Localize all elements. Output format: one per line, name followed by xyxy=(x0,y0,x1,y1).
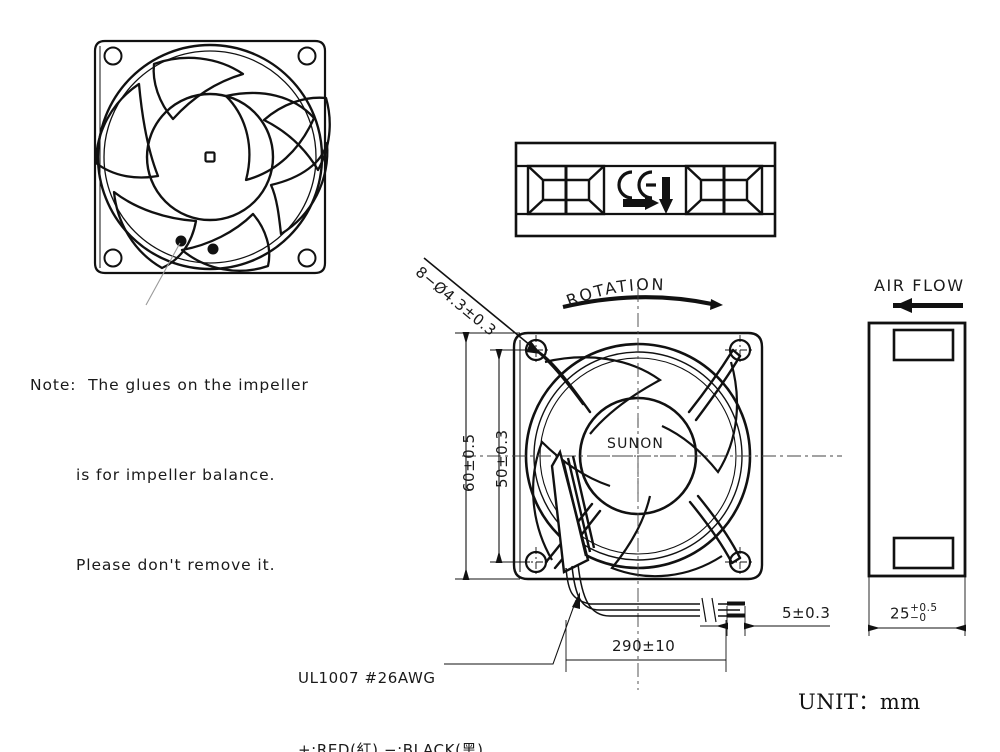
wire-spec-leader xyxy=(444,592,580,665)
glue-note-leader-line xyxy=(145,242,181,306)
dimension-frame-width xyxy=(455,332,520,580)
dimension-depth-tol-lower: −0 xyxy=(910,612,927,624)
impeller-frame-outline xyxy=(93,39,327,275)
impeller-blades xyxy=(94,56,331,272)
svg-text:ROTATION: ROTATION xyxy=(564,275,666,311)
rotation-label: ROTATION xyxy=(564,275,664,311)
impeller-glue-dots xyxy=(175,235,219,255)
fan-lead-wires xyxy=(565,563,745,623)
dimension-wire-length-label: 290±10 xyxy=(612,637,676,655)
dimension-hole-pitch-label: 50±0.3 xyxy=(493,429,511,488)
wire-spec-line-1: UL1007 #26AWG xyxy=(298,669,436,687)
impeller-mounting-holes xyxy=(103,46,317,268)
wire-spec-line-2: +:RED(紅),−:BLACK(黑) xyxy=(298,741,484,752)
side-outer-rect xyxy=(867,321,967,578)
dimension-wire-strip-label: 5±0.3 xyxy=(782,604,831,622)
dimension-hole-pitch xyxy=(490,349,530,563)
dimension-depth-tolerance: +0.5−0 xyxy=(910,602,938,624)
dimension-depth-tol-upper: +0.5 xyxy=(910,602,938,614)
unit-label: UNIT：mm xyxy=(798,690,921,714)
ce-mark-icon xyxy=(617,170,656,200)
detail-right-cell xyxy=(684,164,764,216)
ce-airflow-detail-view xyxy=(514,141,777,238)
rear-view-centerlines xyxy=(462,288,842,690)
rear-rib-webs xyxy=(532,356,739,578)
rotation-arrow-icon xyxy=(623,196,659,210)
side-top-inset xyxy=(892,328,955,362)
rotation-indicator xyxy=(562,295,723,310)
detail-left-cell xyxy=(526,164,606,216)
air-flow-label: AIR FLOW xyxy=(874,276,965,295)
air-flow-arrow xyxy=(893,298,963,313)
dimension-depth-nominal: 25 xyxy=(890,604,911,623)
wire-exit-nozzle xyxy=(550,448,596,574)
dimension-frame-width-label: 60±0.5 xyxy=(460,433,478,492)
wire-specification: UL1007 #26AWG +:RED(紅),−:BLACK(黑) xyxy=(298,618,484,752)
impeller-note: Note: The glues on the impeller is for i… xyxy=(30,310,390,640)
impeller-hub xyxy=(145,92,275,222)
hole-callout-leader xyxy=(423,257,541,354)
detail-outer-box xyxy=(514,141,777,238)
impeller-note-line-3: Please don't remove it. xyxy=(76,556,276,574)
brand-label: SUNON xyxy=(607,436,665,452)
side-profile-view xyxy=(867,321,967,578)
side-bottom-inset xyxy=(892,536,955,570)
impeller-note-line-2: is for impeller balance. xyxy=(76,466,276,484)
rotation-label-wrap: ROTATION xyxy=(560,270,730,314)
airflow-arrow-icon xyxy=(659,177,673,214)
impeller-venturi-circles xyxy=(96,43,324,271)
dimension-depth-label: 25+0.5−0 xyxy=(890,602,938,624)
rear-frame-view xyxy=(462,288,842,690)
dimension-depth xyxy=(868,576,966,636)
impeller-note-line-1: Note: The glues on the impeller xyxy=(30,376,309,394)
rear-hub-cross xyxy=(600,418,676,494)
dimension-wire-strip xyxy=(700,606,830,636)
front-impeller-view xyxy=(93,39,331,306)
